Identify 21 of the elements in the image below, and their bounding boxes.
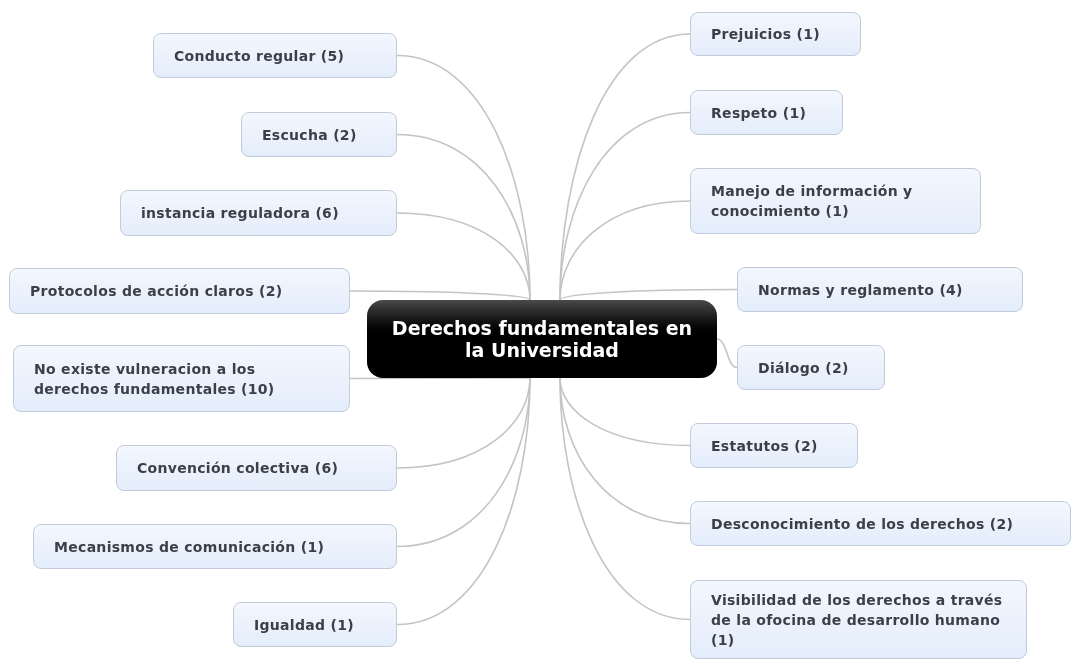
topic-box: Visibilidad de los derechos a través de la ofocina de desarrollo humano (1) xyxy=(690,580,1027,659)
topic-box: Prejuicios (1) xyxy=(690,12,861,56)
topic-box: Estatutos (2) xyxy=(690,423,858,468)
topic-box: Mecanismos de comunicación (1) xyxy=(33,524,397,569)
topic-box: Respeto (1) xyxy=(690,90,843,135)
branch-line xyxy=(349,377,531,380)
topic-box: Diálogo (2) xyxy=(737,345,885,390)
topic-box: Normas y reglamento (4) xyxy=(737,267,1023,312)
branch-line xyxy=(716,338,738,369)
branch-line xyxy=(559,288,738,301)
topic-box: Conducto regular (5) xyxy=(153,33,397,78)
central-topic-box: Derechos fundamentales en la Universidad xyxy=(367,300,717,378)
topic-box: instancia reguladora (6) xyxy=(120,190,397,236)
topic-box: Desconocimiento de los derechos (2) xyxy=(690,501,1071,546)
topic-box: Convención colectiva (6) xyxy=(116,445,397,491)
topic-box: Protocolos de acción claros (2) xyxy=(9,268,350,314)
topic-box: Igualdad (1) xyxy=(233,602,397,647)
topic-box: Manejo de información y conocimiento (1) xyxy=(690,168,981,234)
branch-line xyxy=(349,290,531,301)
topic-box: No existe vulneracion a los derechos fundamentales (10) xyxy=(13,345,350,412)
topic-box: Escucha (2) xyxy=(241,112,397,157)
